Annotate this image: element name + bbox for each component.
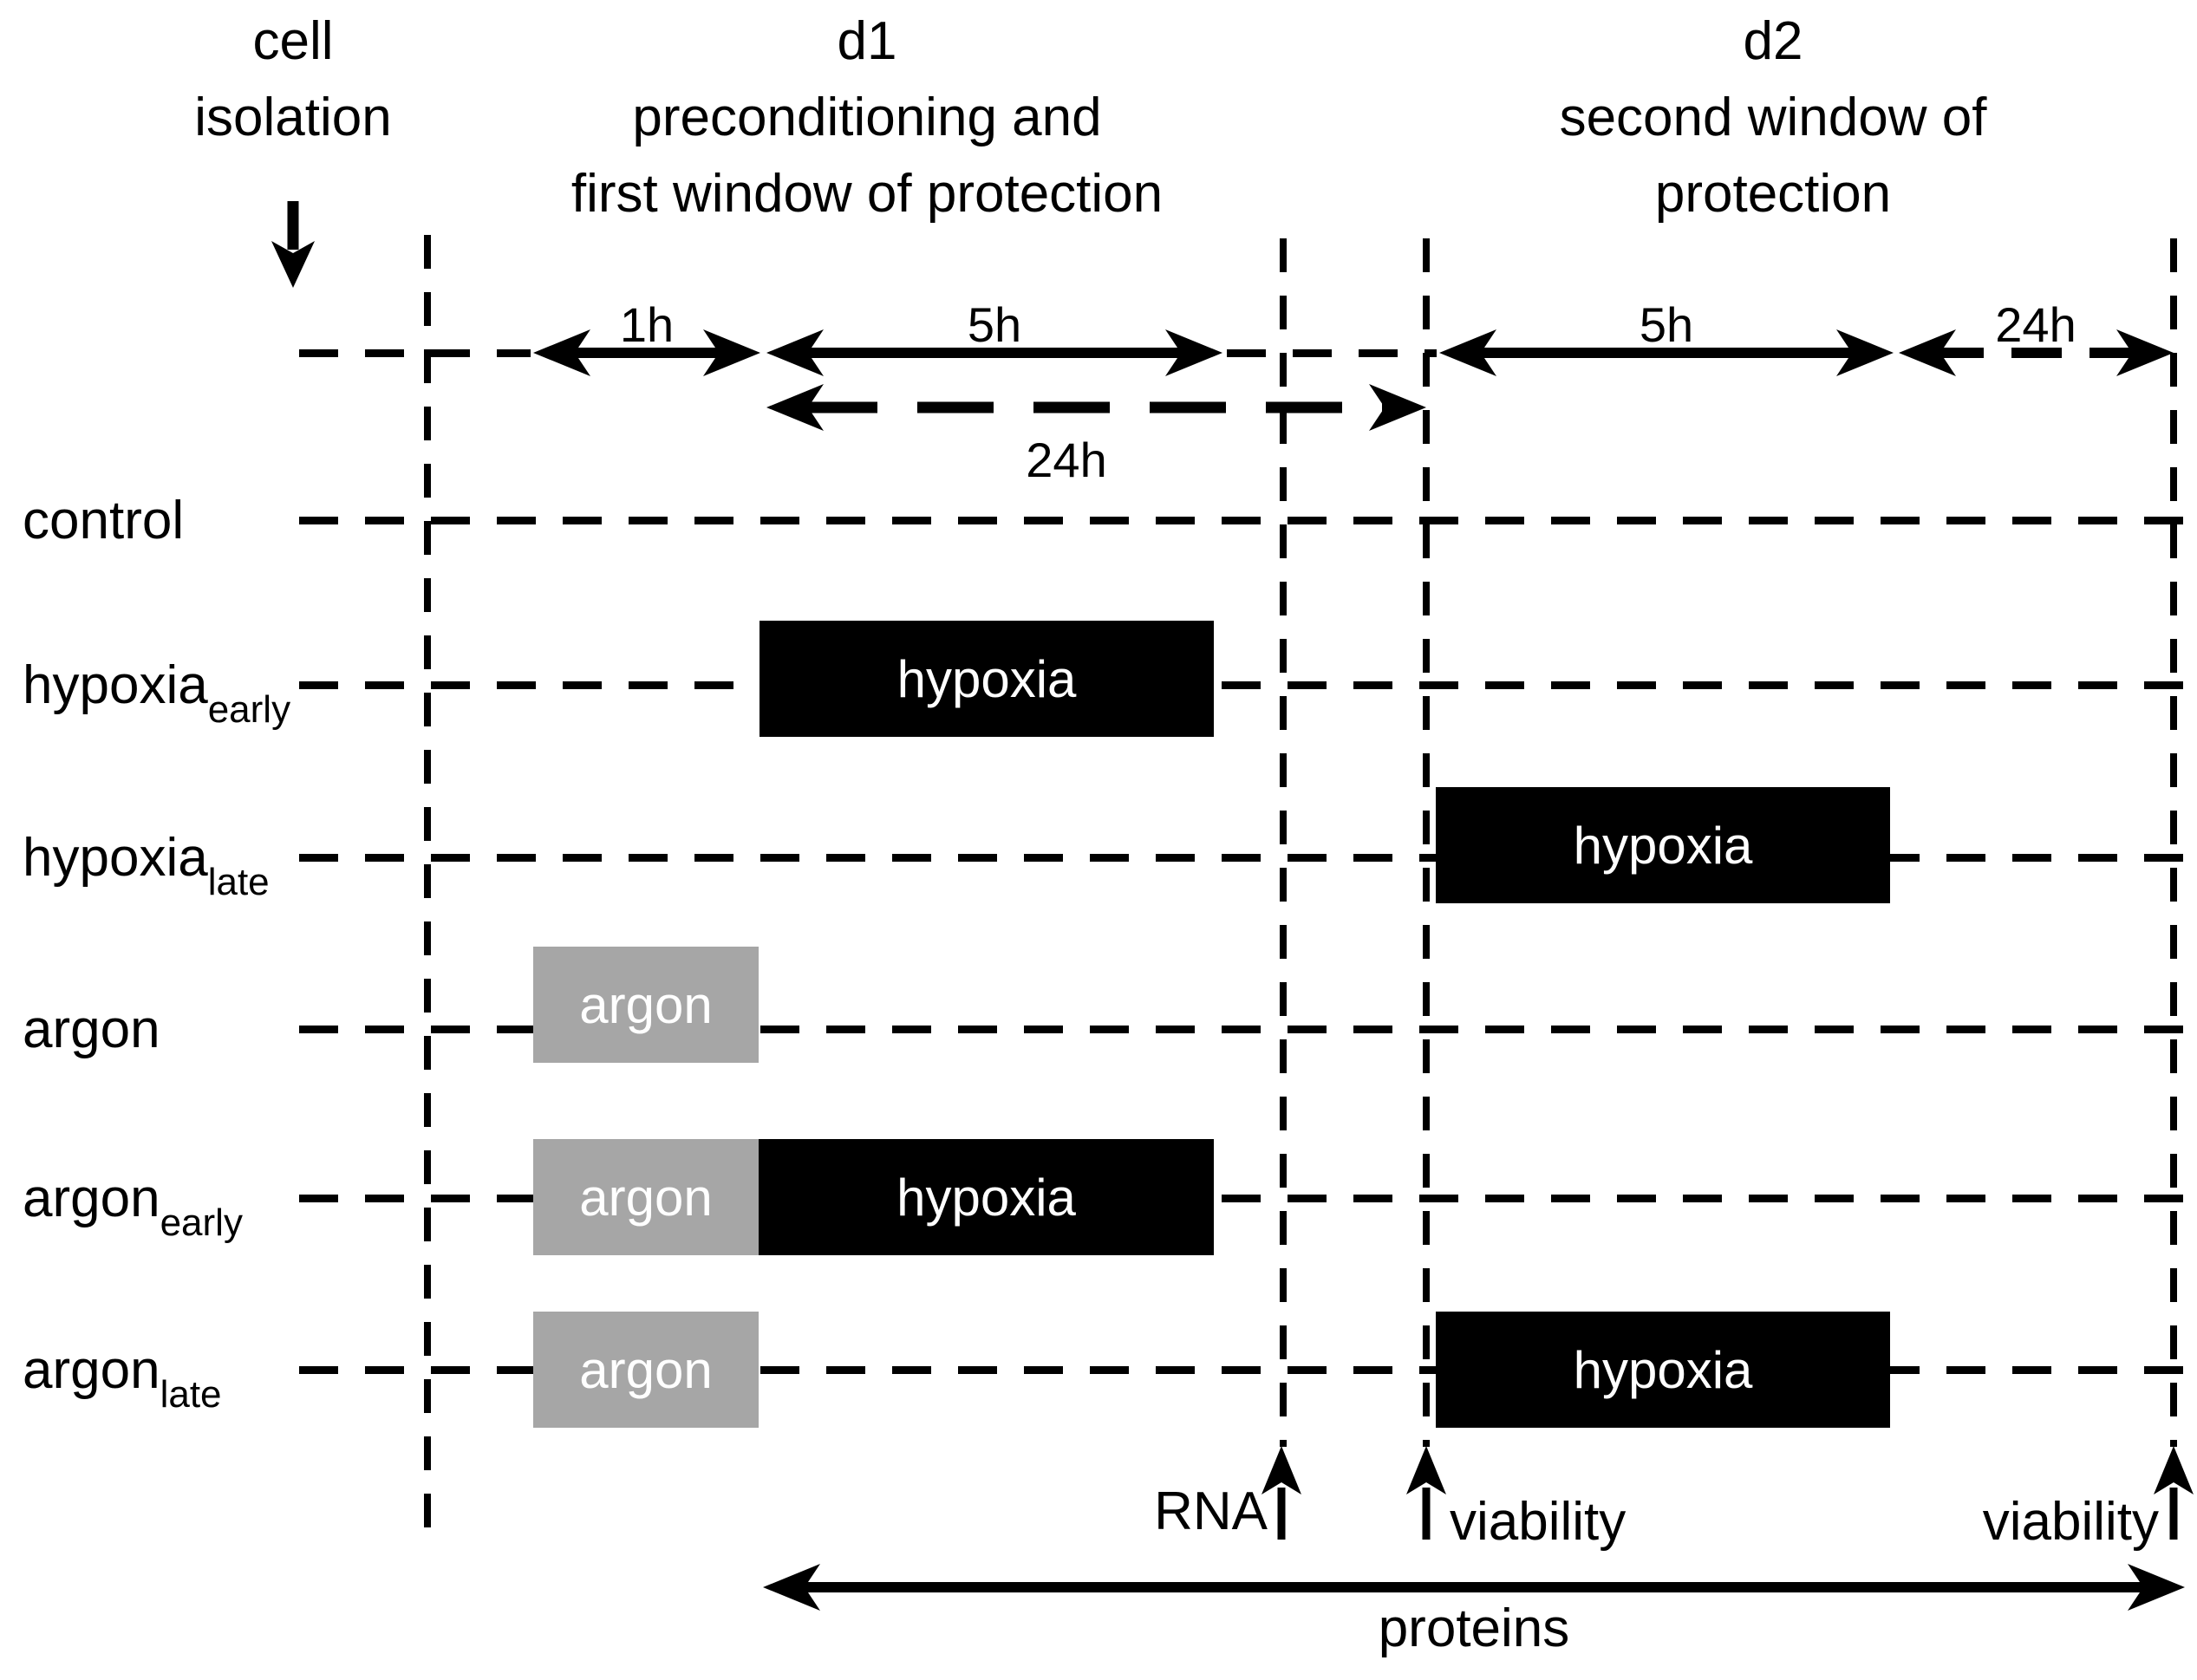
divider-d1-start (424, 235, 431, 1535)
row-label-subscript: late (160, 1373, 222, 1416)
row-line-hypoxia-early (299, 681, 2194, 689)
row-line-argon-late (299, 1366, 2194, 1374)
time-axis-dashed-segment-left (299, 349, 531, 357)
label-24h-d1: 24h (1026, 433, 1107, 487)
viability-label-d2-start: viability (1450, 1492, 1627, 1552)
d1-header-line3: first window of protection (570, 164, 1164, 224)
rna-up-arrow-icon (1261, 1446, 1301, 1540)
row-label-subscript: early (207, 688, 291, 731)
viability-up-arrow-d2-end-icon (2154, 1446, 2194, 1540)
d1-header: d1 preconditioning and first window of p… (468, 3, 1266, 232)
row-label-hypoxia-early: hypoxiaearly (23, 654, 290, 729)
d2-header-line1: d2 (1743, 11, 1803, 71)
row-label-text: argon (23, 1000, 160, 1059)
divider-d2-start (1423, 238, 1430, 1447)
row-line-control (299, 517, 2194, 524)
label-5h-d2: 5h (1639, 297, 1694, 352)
row-label-argon-late: argonlate (23, 1339, 222, 1414)
proteins-label: proteins (1378, 1599, 1570, 1658)
label-1h: 1h (619, 297, 675, 352)
viability-label-d2-end: viability (1982, 1492, 2159, 1552)
cell-isolation-header: cell isolation (137, 3, 449, 156)
row-line-argon (299, 1026, 2194, 1033)
row-label-subscript: late (207, 861, 270, 903)
row-line-hypoxia-late (299, 854, 2194, 862)
rna-label: RNA (1154, 1481, 1268, 1541)
proteins-range-arrow (763, 1564, 2185, 1611)
row-line-argon-early (299, 1195, 2194, 1202)
box-argon-early-hypoxia: hypoxia (759, 1139, 1214, 1255)
row-label-text: argon (23, 1340, 160, 1400)
arrow-5h-interval-d1 (766, 329, 1222, 376)
d2-header-line3: protection (1654, 164, 1892, 224)
label-24h-d2: 24h (1995, 297, 2076, 352)
arrow-1h-interval (533, 329, 760, 376)
row-label-text: hypoxia (23, 828, 208, 888)
divider-d2-end (2170, 238, 2177, 1447)
viability-up-arrow-d2-start-icon (1406, 1446, 1446, 1540)
box-hypoxia-early: hypoxia (759, 621, 1214, 737)
d2-header-line2: second window of (1559, 88, 1987, 147)
time-axis-dashed-segment-middle (1227, 349, 1437, 357)
box-argon-late-argon: argon (533, 1312, 759, 1428)
box-hypoxia-late: hypoxia (1436, 787, 1890, 903)
cell-isolation-down-arrow-icon (271, 201, 315, 288)
d1-header-line1: d1 (837, 11, 897, 71)
row-label-text: control (23, 491, 185, 550)
box-argon-late-hypoxia: hypoxia (1436, 1312, 1890, 1428)
row-label-hypoxia-late: hypoxialate (23, 827, 270, 902)
row-label-text: hypoxia (23, 655, 208, 715)
row-label-subscript: early (160, 1201, 243, 1244)
cell-isolation-line1: cell (252, 11, 334, 71)
d1-header-line2: preconditioning and (632, 88, 1102, 147)
box-argon: argon (533, 947, 759, 1063)
box-argon-early-argon: argon (533, 1139, 759, 1255)
row-label-control: control (23, 490, 184, 552)
label-5h-d1: 5h (967, 297, 1022, 352)
arrow-24h-interval-d1-dashed (766, 384, 1426, 431)
row-label-argon-early: argonearly (23, 1168, 243, 1242)
divider-rna-timepoint (1280, 238, 1287, 1447)
arrow-24h-interval-d2-dashed (1899, 329, 2174, 376)
arrow-5h-interval-d2 (1439, 329, 1894, 376)
d2-header: d2 second window of protection (1374, 3, 2172, 232)
row-label-text: argon (23, 1169, 160, 1228)
cell-isolation-line2: isolation (194, 88, 392, 147)
row-label-argon: argon (23, 999, 160, 1061)
